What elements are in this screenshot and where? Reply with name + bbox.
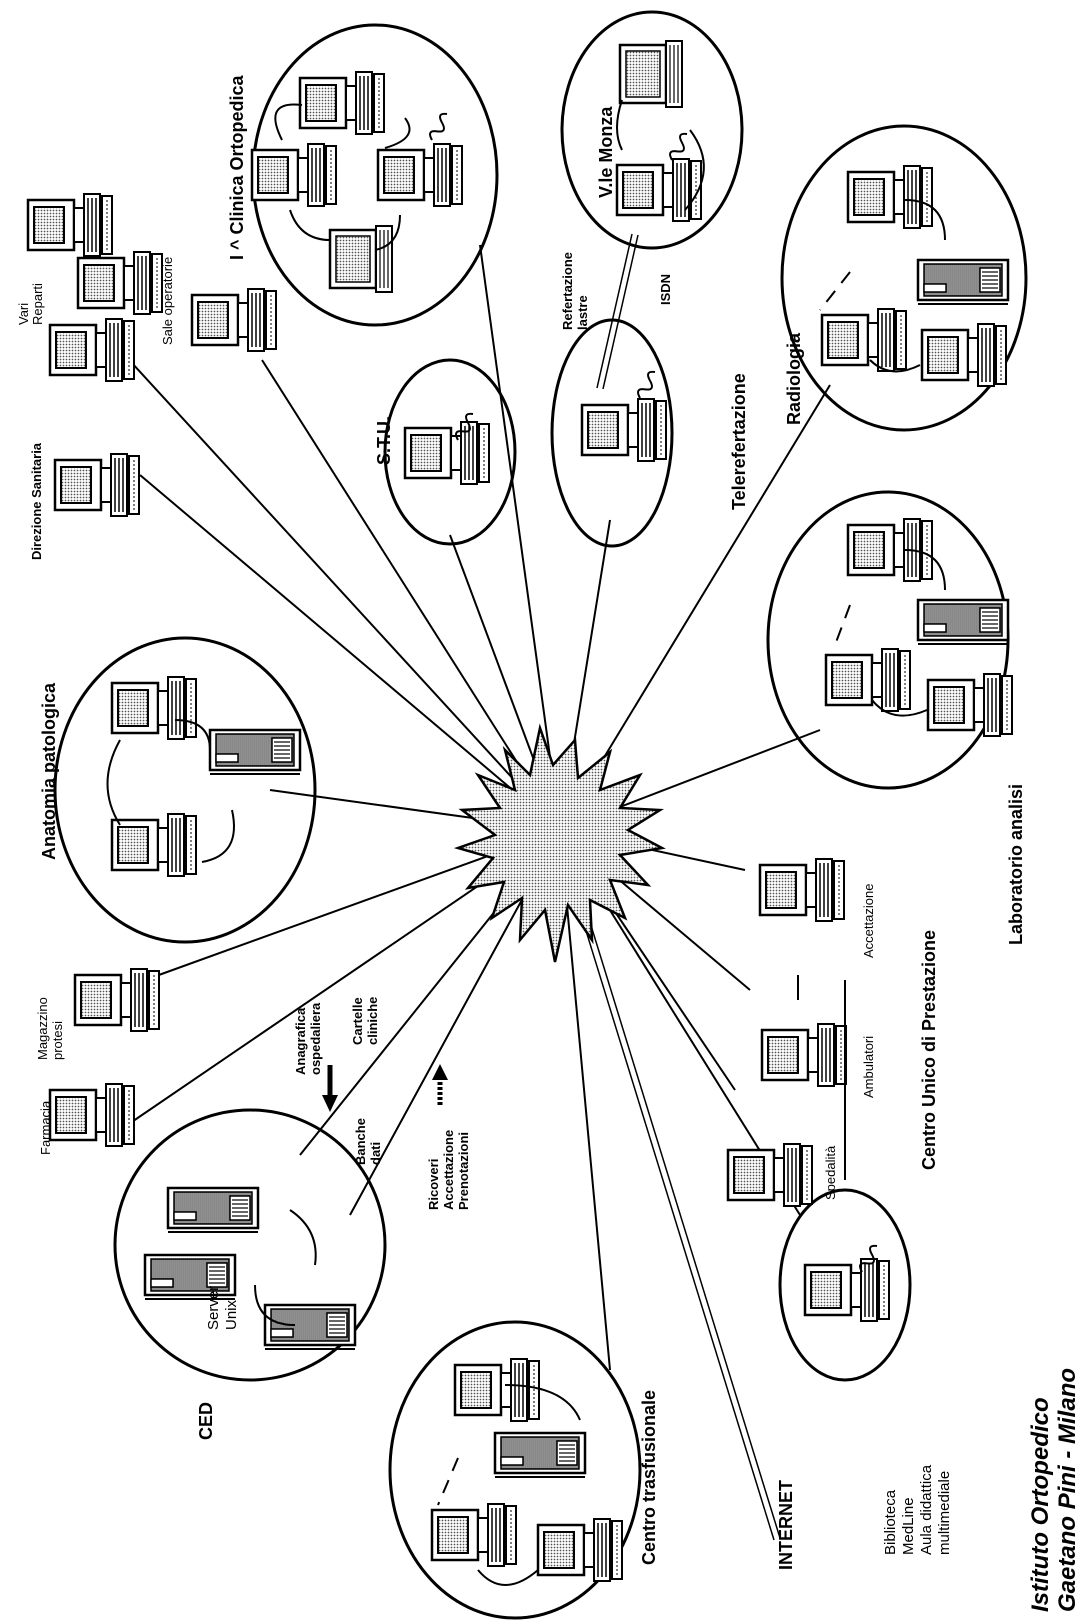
label-biblio-2: MedLine <box>900 1497 917 1555</box>
label-ricoveri-2: Accettazione <box>441 1130 456 1210</box>
pc-vari-reparti-3 <box>28 194 112 256</box>
label-refertazione-2: lastre <box>575 295 590 330</box>
circle-laboratorio <box>768 492 1012 788</box>
label-ambulatori: Ambulatori <box>861 1036 876 1098</box>
pc-farmacia <box>50 1084 134 1146</box>
label-isdn: ISDN <box>658 274 673 305</box>
label-ricoveri-3: Prenotazioni <box>456 1132 471 1210</box>
label-trasfusionale: Centro trasfusionale <box>639 1390 659 1565</box>
label-anatomia: Anatomia patologica <box>39 682 59 860</box>
label-banche-2: dati <box>368 1142 383 1165</box>
label-refertazione-1: Refertazione <box>560 252 575 330</box>
circle-monza <box>562 12 742 248</box>
circle-trasfusionale <box>390 1322 640 1618</box>
label-cartelle-1: Cartelle <box>350 997 365 1045</box>
label-cup: Centro Unico di Prestazione <box>919 930 939 1170</box>
title-istituto-1: Istituto Ortopedico <box>1027 1397 1054 1612</box>
label-magazzino-1: Magazzino <box>35 997 50 1060</box>
title-istituto-2: Gaetano Pini - Milano <box>1054 1368 1081 1612</box>
pc-magazzino <box>75 969 159 1031</box>
circle-ced <box>115 1110 385 1380</box>
label-anagrafica-1: Anagrafica <box>293 1007 308 1075</box>
label-sale: Sale operatorie <box>160 257 175 345</box>
pc-sale-operatorie <box>192 289 276 351</box>
arrow-anagrafica <box>322 1065 338 1112</box>
label-biblio-4: multimediale <box>936 1471 953 1555</box>
label-magazzino-2: protesi <box>50 1021 65 1060</box>
network-hub <box>458 728 662 962</box>
pc-direzione <box>55 454 139 516</box>
label-banche-1: Banche <box>353 1118 368 1165</box>
label-anagrafica-2: ospedaliera <box>308 1002 323 1075</box>
circle-stu <box>385 360 515 544</box>
label-monza: V.le Monza <box>596 106 616 198</box>
label-stu: S.T.U. <box>374 416 394 465</box>
arrow-ricoveri <box>432 1064 448 1105</box>
label-accettazione: Accettazione <box>861 884 876 958</box>
label-laboratorio: Laboratorio analisi <box>1006 784 1026 945</box>
isdn-link <box>597 234 638 389</box>
label-vari-2: Reparti <box>30 283 45 325</box>
label-cartelle-2: cliniche <box>365 997 380 1045</box>
label-server-2: Unix <box>223 1299 240 1330</box>
pc-accettazione <box>760 859 844 921</box>
label-biblio-1: Biblioteca <box>882 1489 899 1555</box>
circle-radiologia <box>782 126 1026 430</box>
label-radiologia: Radiologia <box>784 332 804 425</box>
circle-clinica <box>252 25 497 325</box>
label-direzione: Direzione Sanitaria <box>29 442 44 560</box>
label-vari-1: Vari <box>16 303 31 325</box>
circle-telerefertazione <box>552 320 672 546</box>
label-spedalita: Spedalità <box>823 1145 838 1200</box>
label-clinica: I ^ Clinica Ortopedica <box>227 74 247 260</box>
label-ced: CED <box>196 1402 216 1440</box>
label-internet: INTERNET <box>776 1480 796 1570</box>
label-server-1: Server <box>205 1286 222 1330</box>
label-ricoveri-1: Ricoveri <box>426 1159 441 1210</box>
pc-spedalita <box>728 1144 812 1206</box>
pc-vari-reparti-2 <box>78 252 162 314</box>
pc-ambulatori <box>762 1024 846 1086</box>
label-telerefertazione: Telerefertazione <box>729 373 749 510</box>
circle-biblioteca <box>780 1190 910 1380</box>
label-farmacia: Farmacia <box>38 1100 53 1155</box>
pc-vari-reparti-1 <box>50 319 134 381</box>
label-biblio-3: Aula didattica <box>918 1464 935 1555</box>
